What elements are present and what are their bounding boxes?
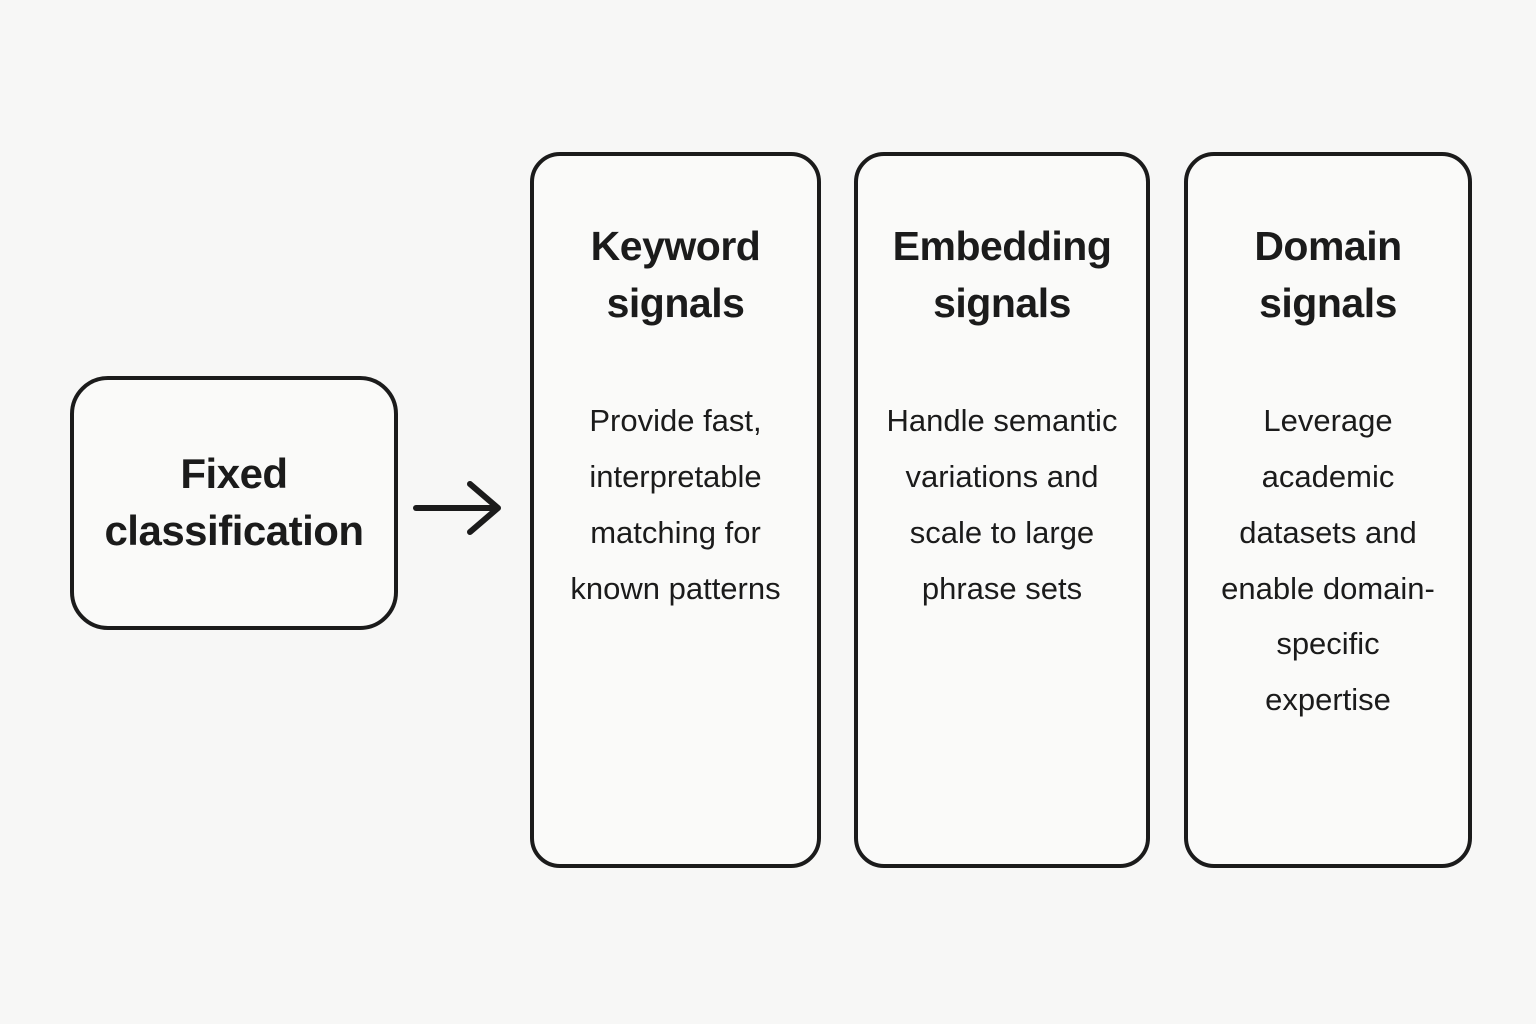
card-title: Domain signals bbox=[1254, 223, 1402, 326]
card-embedding-signals: Embedding signals Handle semantic variat… bbox=[854, 152, 1150, 868]
card-domain-signals: Domain signals Leverage academic dataset… bbox=[1184, 152, 1472, 868]
card-body: Leverage academic datasets and enable do… bbox=[1221, 403, 1435, 718]
right-arrow-icon bbox=[413, 481, 501, 535]
card-title: Embedding signals bbox=[892, 223, 1112, 326]
card-body: Handle semantic variations and scale to … bbox=[886, 403, 1118, 606]
source-node-label: Fixed classification bbox=[104, 450, 364, 554]
card-body: Provide fast, interpretable matching for… bbox=[570, 403, 781, 606]
source-node-fixed-classification: Fixed classification bbox=[70, 376, 398, 630]
card-keyword-signals: Keyword signals Provide fast, interpreta… bbox=[530, 152, 821, 868]
card-title: Keyword signals bbox=[590, 223, 761, 326]
